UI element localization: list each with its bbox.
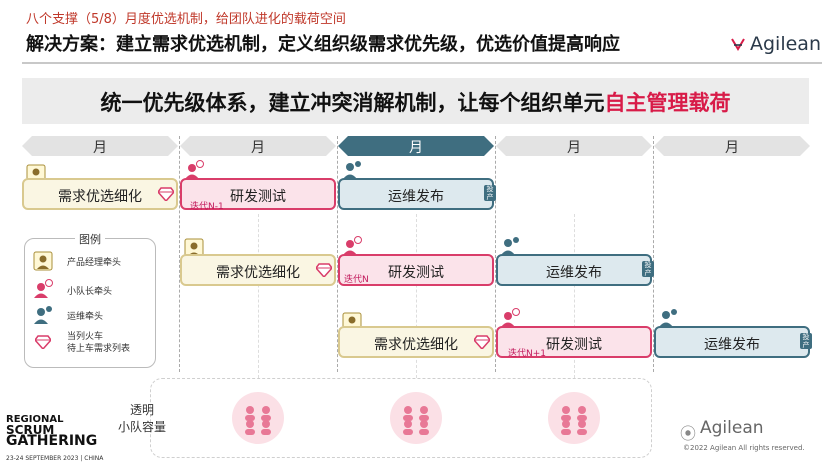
subtitle: 八个支撑（5/8）月度优选机制，给团队进化的载荷空间 xyxy=(26,12,346,27)
team-circle xyxy=(232,392,284,444)
squad-lead-icon xyxy=(501,308,520,327)
legend-title: 图例 xyxy=(25,231,155,247)
timeline-guide xyxy=(179,136,180,372)
req-refine-label: 需求优选细化 xyxy=(58,189,142,205)
banner: 统一优先级体系，建立冲突消解机制，让每个组织单元自主管理载荷 xyxy=(22,78,809,124)
dev-test-box: 研发测试 迭代N+1 xyxy=(496,326,652,359)
ops-lead-icon xyxy=(34,306,52,324)
dev-test-label: 研发测试 xyxy=(546,337,602,353)
legend-item-label: 运维牵头 xyxy=(67,312,104,322)
page-title: 解决方案：建立需求优选机制，定义组织级需求优先级，优选价值提高响应 xyxy=(26,34,620,55)
squad-lead-icon xyxy=(185,160,204,179)
timeline-guide xyxy=(653,136,654,372)
squad-lead-icon xyxy=(34,279,53,298)
req-refine-label: 需求优选细化 xyxy=(374,337,458,353)
ops-release-box: 运维发布 投产 xyxy=(338,178,496,210)
ops-lead-icon xyxy=(659,309,677,327)
product-manager-icon xyxy=(33,251,53,271)
squad-lead-icon xyxy=(343,236,362,255)
dev-test-box: 研发测试 迭代N xyxy=(338,254,494,286)
ops-release-box: 运维发布 投产 xyxy=(496,254,654,286)
ops-release-label: 运维发布 xyxy=(388,189,444,205)
dev-test-box: 研发测试 迭代N-1 xyxy=(180,178,336,212)
banner-text: 统一优先级体系，建立冲突消解机制，让每个组织单元自主管理载荷 xyxy=(22,87,809,117)
gem-icon xyxy=(474,335,490,349)
event-logo: REGIONAL SCRUM GATHERING xyxy=(6,414,98,449)
req-refine-box: 需求优选细化 xyxy=(338,326,494,358)
capacity-link xyxy=(574,214,575,378)
agilean-logo-icon xyxy=(731,38,745,51)
ops-release-label: 运维发布 xyxy=(704,337,760,353)
team-capacity-area xyxy=(150,378,652,458)
legend-item-label: 产品经理牵头 xyxy=(67,258,122,268)
ops-lead-icon xyxy=(501,237,519,255)
timeline-guide xyxy=(337,136,338,372)
month-label: 月 xyxy=(93,140,107,156)
req-refine-box: 需求优选细化 xyxy=(180,254,336,286)
production-tag: 投产 xyxy=(800,333,812,349)
month-arrow: 月 xyxy=(496,134,652,158)
team-circle xyxy=(390,392,442,444)
watermark: Agilean xyxy=(700,418,764,438)
gem-icon xyxy=(316,263,332,277)
legend-item-label: 当列火车 待上车需求列表 xyxy=(67,332,131,354)
month-arrow: 月 xyxy=(180,134,336,158)
ops-release-label: 运维发布 xyxy=(546,265,602,281)
brand-logo: Agilean xyxy=(750,33,821,55)
iteration-label: 迭代N xyxy=(344,275,369,285)
wechat-icon: ⦿ xyxy=(680,424,697,443)
iteration-label: 迭代N-1 xyxy=(190,202,224,212)
capacity-link xyxy=(258,214,259,378)
month-label: 月 xyxy=(251,140,265,156)
month-arrow-active: 月 xyxy=(338,134,494,158)
month-label: 月 xyxy=(725,140,739,156)
gem-icon xyxy=(35,335,51,349)
month-label: 月 xyxy=(409,140,423,156)
month-arrow: 月 xyxy=(22,134,178,158)
dev-test-label: 研发测试 xyxy=(230,189,286,205)
event-date: 23-24 SEPTEMBER 2023 | CHINA xyxy=(6,455,104,462)
ops-lead-icon xyxy=(343,161,361,179)
gem-icon xyxy=(158,187,174,201)
req-refine-box: 需求优选细化 xyxy=(22,178,178,210)
banner-text-plain: 统一优先级体系，建立冲突消解机制，让每个组织单元 xyxy=(100,91,605,115)
banner-text-highlight: 自主管理载荷 xyxy=(604,91,731,115)
production-tag: 投产 xyxy=(484,185,496,201)
dev-test-label: 研发测试 xyxy=(388,265,444,281)
legend: 图例 产品经理牵头 小队长牵头 运维牵头 当列火车 待上车需求列表 xyxy=(24,233,156,368)
ops-release-box: 运维发布 投产 xyxy=(654,326,812,358)
team-circle xyxy=(548,392,600,444)
timeline-guide xyxy=(495,136,496,372)
legend-item-label: 小队长牵头 xyxy=(67,287,113,297)
month-label: 月 xyxy=(567,140,581,156)
copyright: ©2022 Agilean All rights reserved. xyxy=(683,444,805,452)
production-tag: 投产 xyxy=(642,261,654,277)
month-arrow: 月 xyxy=(654,134,810,158)
capacity-link xyxy=(416,214,417,378)
req-refine-label: 需求优选细化 xyxy=(216,265,300,281)
team-capacity-label: 透明 小队容量 xyxy=(118,403,167,434)
title-divider xyxy=(22,62,822,64)
iteration-label: 迭代N+1 xyxy=(508,349,546,359)
